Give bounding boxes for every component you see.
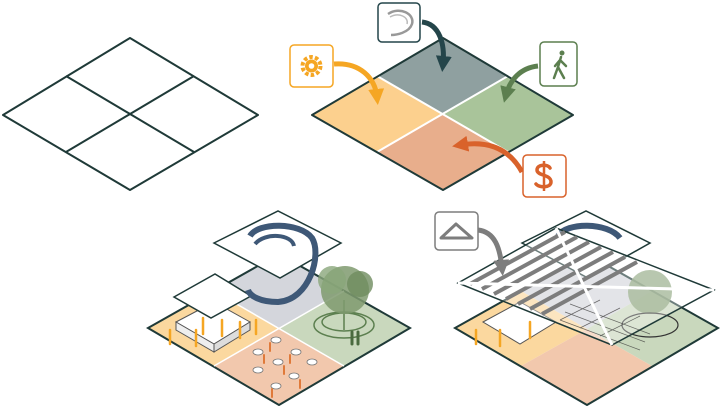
cafe-tables bbox=[252, 336, 318, 390]
colored-grid bbox=[289, 2, 578, 198]
upper-plane bbox=[212, 210, 343, 279]
tree-with-bench bbox=[313, 266, 375, 346]
walking-person-icon bbox=[539, 41, 578, 87]
spiral-stair bbox=[245, 222, 319, 306]
roof-icon bbox=[434, 211, 479, 251]
program-scene bbox=[145, 210, 413, 406]
dollar-icon bbox=[522, 154, 567, 198]
gear-icon bbox=[289, 44, 334, 88]
empty-grid bbox=[2, 37, 259, 191]
program-scene-with-canopy bbox=[434, 210, 720, 406]
spiral-stair-icon bbox=[377, 2, 421, 43]
